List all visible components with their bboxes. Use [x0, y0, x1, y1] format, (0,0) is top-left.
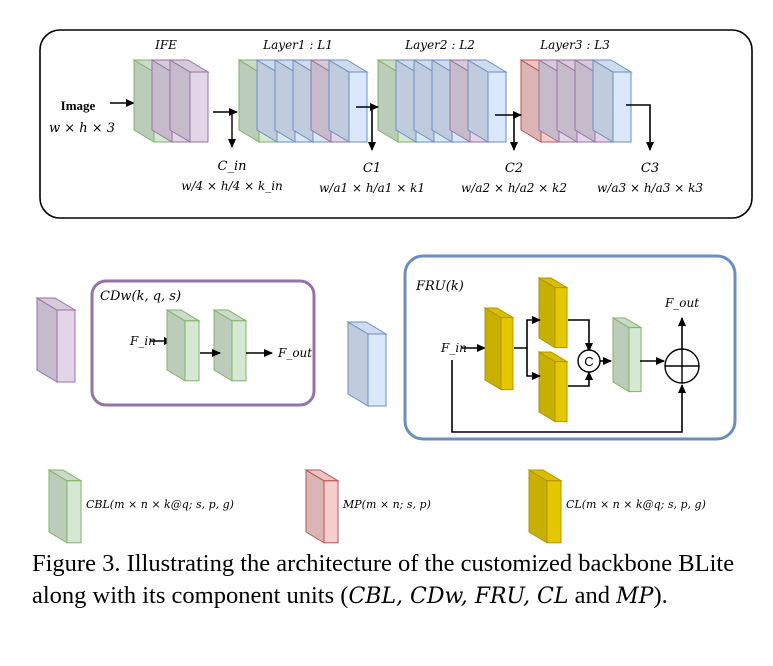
fru-cbl	[611, 317, 643, 393]
output-cin-dims: w/4 × h/4 × k_in	[181, 179, 283, 193]
caption-mid: and	[568, 582, 617, 609]
cdw-inner-cbl-1	[165, 309, 201, 382]
stages-group	[132, 59, 633, 143]
output-c2-dims: w/a2 × h/a2 × k2	[461, 181, 567, 195]
fru-cl-bottom	[537, 351, 569, 423]
concat-symbol: C	[584, 354, 593, 369]
caption-prefix: Figure 3. Illustrating the architecture …	[32, 550, 735, 609]
output-c2-name: C2	[505, 161, 523, 176]
cdw-inner-cbl-2	[212, 309, 248, 382]
fru-cl-1	[483, 307, 515, 391]
fru-output-label: F_out	[664, 296, 699, 310]
output-c3-dims: w/a3 × h/a3 × k3	[597, 181, 703, 195]
arrow-c3-down	[626, 104, 654, 151]
fru-input-label: F_in	[440, 341, 467, 355]
fru-skip-connection	[451, 360, 686, 433]
figure-caption: Figure 3. Illustrating the architecture …	[32, 548, 752, 613]
output-c3-name: C3	[641, 161, 659, 176]
stage-title-layer3: Layer3 : L3	[539, 38, 610, 52]
fru-merge-top	[568, 319, 593, 352]
output-c1-name: C1	[363, 161, 381, 176]
cdw-input-label: F_in	[129, 334, 156, 348]
stage-title-ife: IFE	[154, 38, 177, 52]
fru-unit-title: FRU(k)	[415, 279, 464, 294]
cdw-unit-box	[90, 279, 316, 407]
caption-suffix: ).	[653, 582, 668, 609]
fru-branch-up	[514, 316, 541, 349]
legend-cl-icon	[527, 469, 563, 544]
stage-title-layer2: Layer2 : L2	[404, 38, 475, 52]
fru-merge-bottom	[568, 371, 593, 387]
stage-0-slab-2	[168, 59, 210, 143]
cdw-inner-blocks	[165, 309, 248, 382]
cdw-block-icon	[35, 297, 77, 383]
output-c1-dims: w/a1 × h/a1 × k1	[319, 181, 425, 195]
legend-cbl-label: CBL(m × n × k@q; s, p, g)	[86, 498, 234, 511]
fru-icon-slab	[346, 321, 388, 407]
fru-inner-blocks	[483, 277, 643, 423]
cdw-output-label: F_out	[277, 346, 312, 360]
stage-3-slab-4	[591, 59, 633, 143]
stage-2-slab-5	[466, 59, 508, 143]
legend-cbl-icon	[47, 469, 83, 544]
fru-cl-top	[537, 277, 569, 349]
cdw-unit-title: CDw(k, q, s)	[100, 289, 181, 304]
input-label: Image	[61, 98, 96, 113]
legend-mp-label: MP(m × n; s, p)	[342, 498, 431, 511]
legend-mp-icon	[304, 469, 340, 544]
input-dims: w × h × 3	[49, 121, 115, 136]
fru-block-icon	[346, 321, 388, 407]
stage-1-slab-5	[327, 59, 369, 143]
legend-cl-label: CL(m × n × k@q; s, p, g)	[566, 498, 706, 511]
backbone-panel	[39, 29, 753, 219]
cdw-icon-slab	[35, 297, 77, 383]
architecture-diagram: Image w × h × 3 IFE Layer1 : L1 Layer2 :…	[35, 29, 753, 544]
output-cin-name: C_in	[218, 159, 247, 174]
stage-title-layer1: Layer1 : L1	[262, 38, 333, 52]
fru-unit-box	[403, 254, 737, 441]
fru-branch-down	[526, 348, 541, 380]
caption-refs: CBL, CDw, FRU, CL	[348, 584, 569, 609]
caption-last-ref: MP	[616, 584, 654, 609]
legend-icons	[47, 469, 563, 544]
